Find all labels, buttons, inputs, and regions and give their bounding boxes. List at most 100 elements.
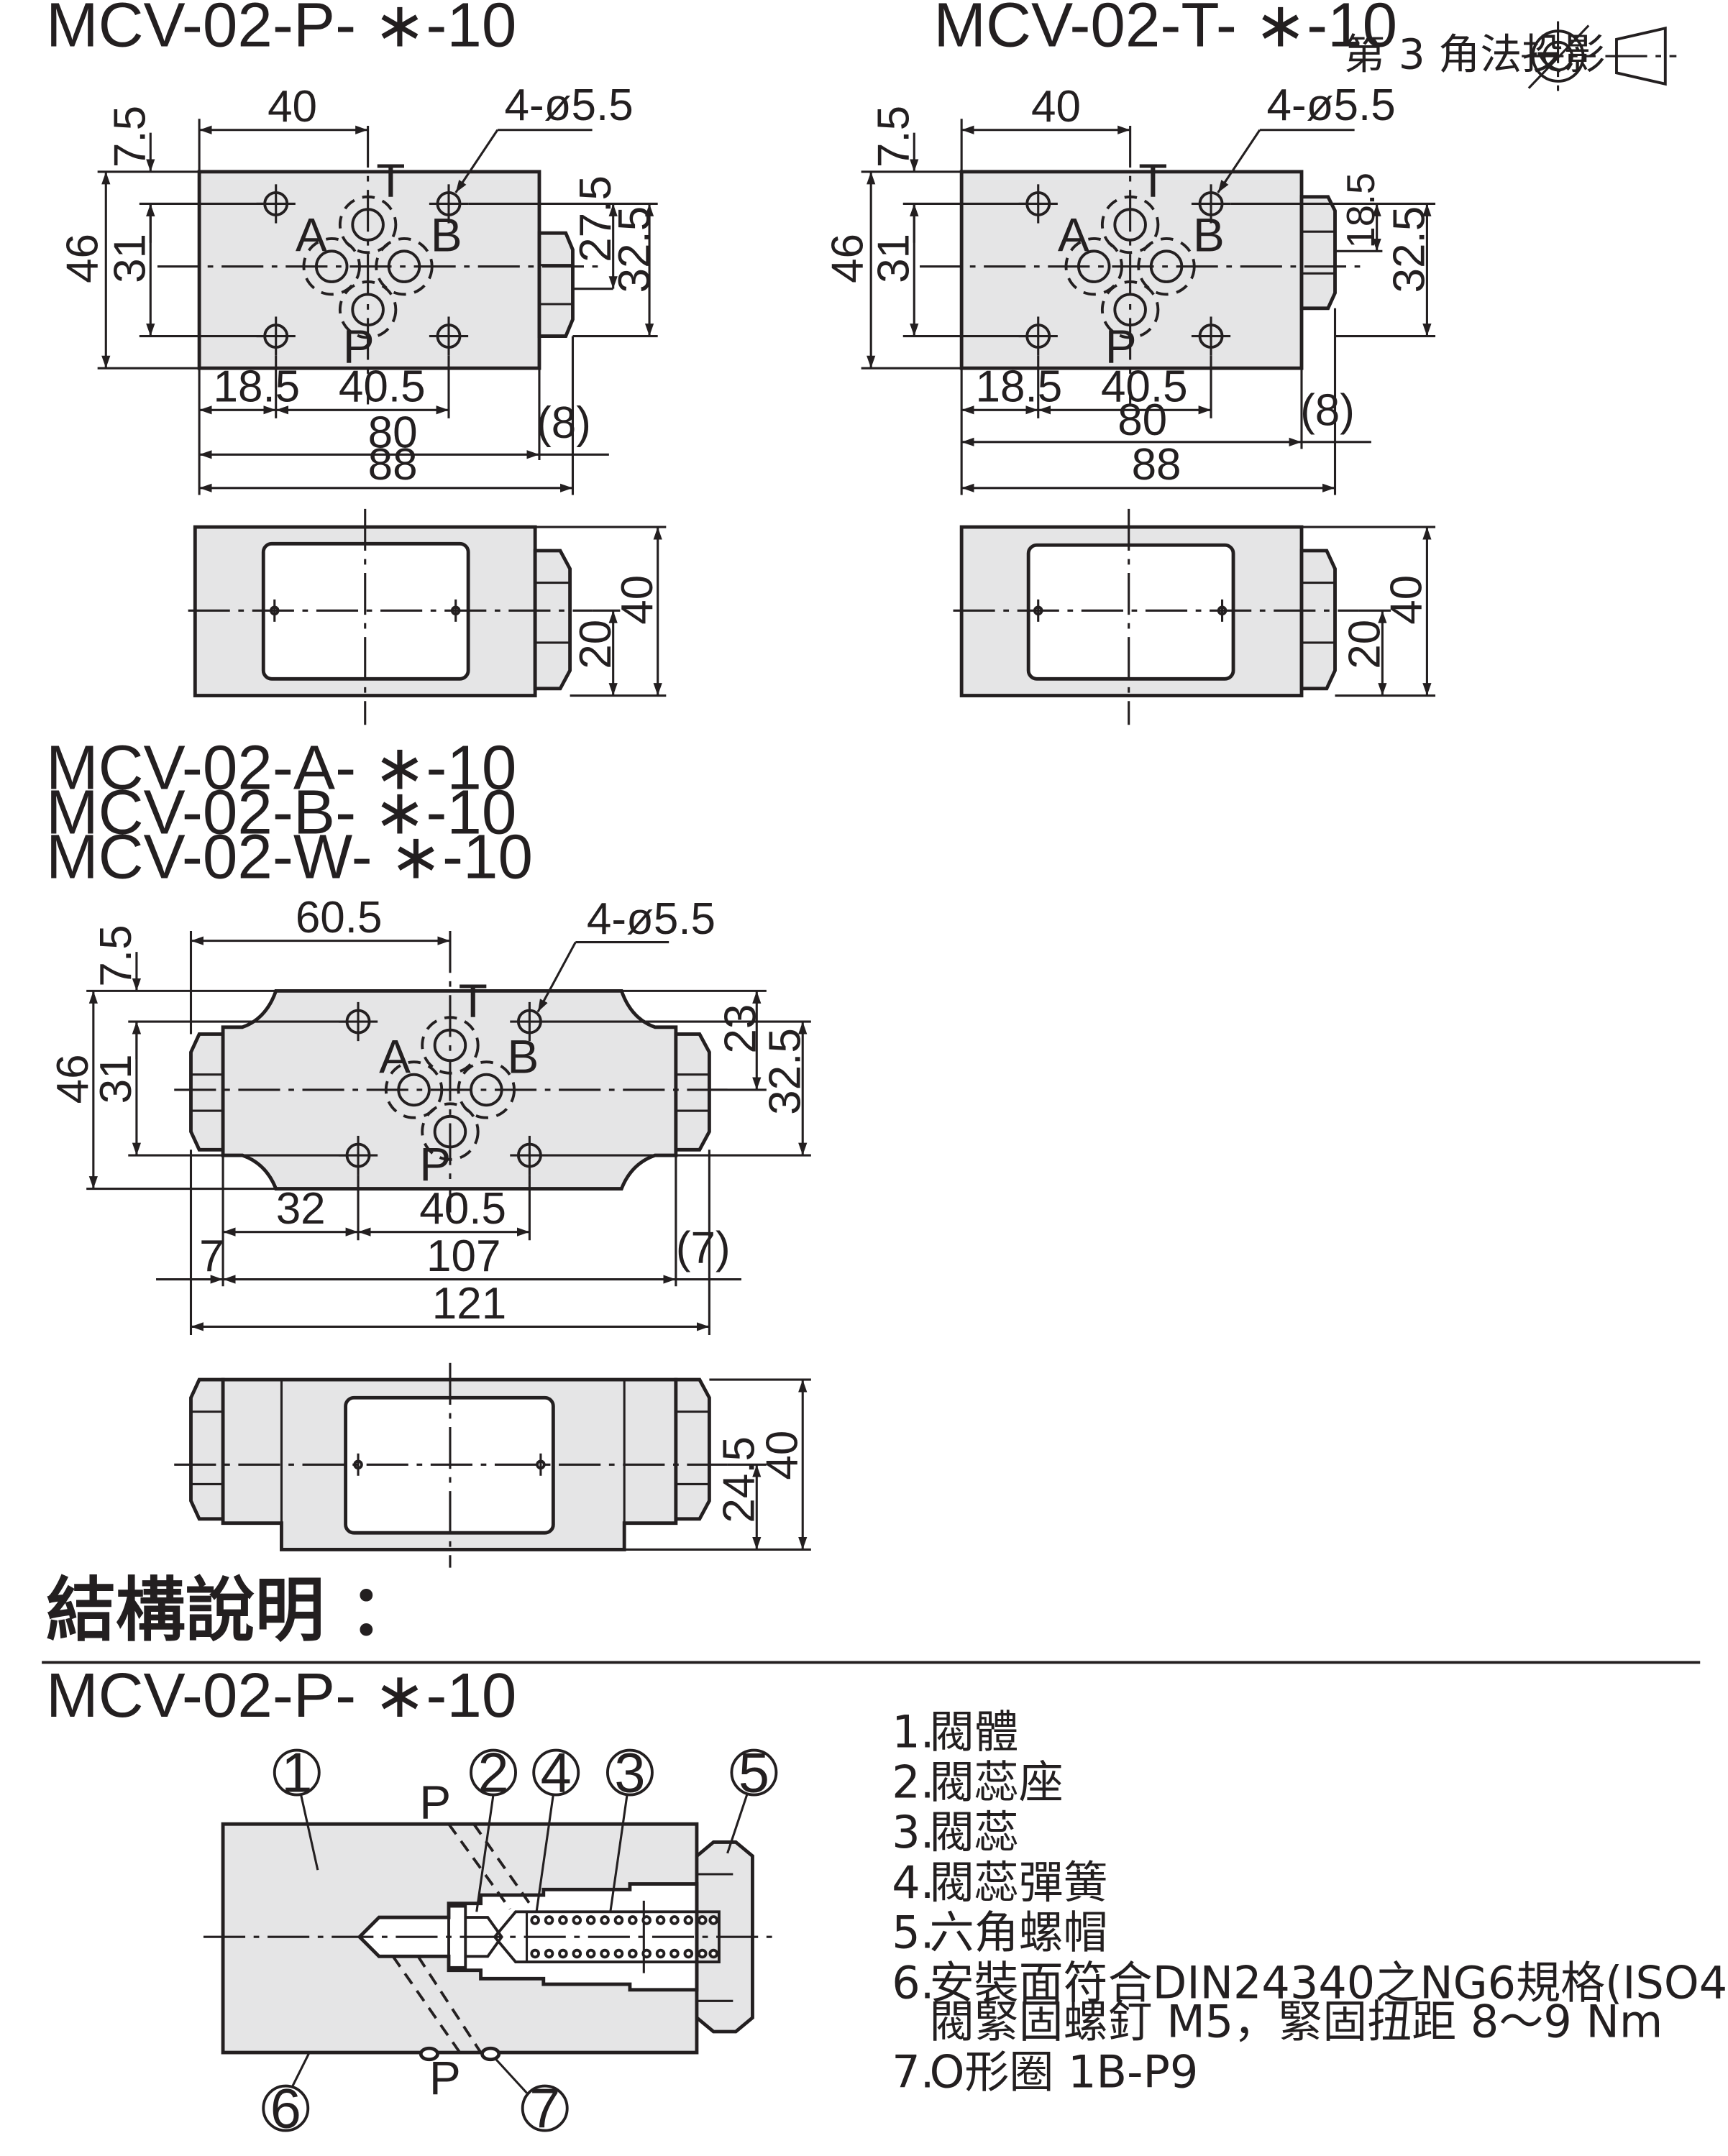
abw-type-side-dim-24-5: 24.5 bbox=[714, 1436, 764, 1523]
p-type-dim-18-5: 18.5 bbox=[213, 362, 300, 412]
svg-text:6: 6 bbox=[270, 2078, 301, 2140]
t-type-dim-80: 80 bbox=[1117, 395, 1167, 445]
p-type-dim-8: (8) bbox=[536, 398, 591, 448]
svg-text:4: 4 bbox=[541, 1743, 572, 1804]
p-type-dim-88: 88 bbox=[368, 440, 418, 490]
p-type-dim-31: 31 bbox=[106, 234, 155, 283]
abw-type-dim-32: 32 bbox=[276, 1184, 326, 1234]
p-type-dim-80: 80 bbox=[368, 408, 418, 458]
t-type-dim-32-5: 32.5 bbox=[1385, 206, 1435, 293]
svg-text:O形圈 1B-P9: O形圈 1B-P9 bbox=[930, 2046, 1199, 2098]
abw-type-dim-121: 121 bbox=[432, 1279, 506, 1329]
abw-type-port-a: A bbox=[379, 1030, 411, 1083]
abw-type-dim-23: 23 bbox=[716, 1004, 765, 1054]
t-type-dim-40: 40 bbox=[1031, 82, 1081, 132]
abw-type-side-dim-40: 40 bbox=[757, 1431, 807, 1480]
t-type-side-hex bbox=[1299, 549, 1337, 691]
t-type-hex-nut bbox=[1299, 195, 1337, 311]
t-type-ports bbox=[1064, 195, 1196, 339]
abw-type-port-b: B bbox=[507, 1030, 539, 1083]
abw-type-view: MCV-02-A- ∗-10 MCV-02-B- ∗-10 MCV-02-W- … bbox=[46, 733, 811, 1568]
p-type-dim-40: 40 bbox=[268, 82, 317, 132]
t-type-dim-18-5-right: 18.5 bbox=[1340, 173, 1383, 249]
t-type-dim-7-5: 7.5 bbox=[869, 106, 919, 168]
structure-section: 結構說明 ： MCV-02-P- ∗-10 bbox=[42, 1570, 1728, 2140]
abw-type-dim-46: 46 bbox=[48, 1054, 98, 1104]
part-item-2: 2. 閥蕊座 bbox=[892, 1756, 1063, 1808]
abw-type-side-hex-right bbox=[674, 1377, 711, 1521]
p-type-ports bbox=[302, 195, 434, 339]
projection-label: 第 3 角法投影 bbox=[1343, 29, 1606, 78]
p-type-port-p: P bbox=[343, 319, 375, 372]
abw-type-port-t: T bbox=[459, 974, 488, 1027]
svg-text:閥蕊彈簧: 閥蕊彈簧 bbox=[930, 1856, 1108, 1909]
section-port-p-bottom: P bbox=[429, 2051, 461, 2104]
t-type-side-dim-40: 40 bbox=[1382, 575, 1432, 625]
abw-type-dim-31: 31 bbox=[91, 1054, 141, 1104]
p-type-port-b: B bbox=[431, 208, 462, 261]
part-item-7: 7. O形圈 1B-P9 bbox=[892, 2046, 1198, 2098]
svg-text:5: 5 bbox=[739, 1743, 769, 1804]
part-item-6: 6. 安裝面符合DIN24340之NG6規格(ISO4401-AB-03-4-A… bbox=[892, 1956, 1728, 2047]
svg-text:閥體: 閥體 bbox=[930, 1706, 1019, 1758]
t-type-view: MCV-02-T- ∗-10 第 3 角法投影 T bbox=[823, 0, 1677, 725]
t-type-side-dim-20: 20 bbox=[1340, 620, 1390, 669]
p-type-dim-46: 46 bbox=[58, 234, 108, 283]
callout-4: 4 bbox=[532, 1743, 580, 1912]
t-type-port-b: B bbox=[1193, 208, 1225, 261]
t-type-port-t: T bbox=[1138, 154, 1167, 207]
svg-text:3.: 3. bbox=[892, 1806, 934, 1858]
p-type-dim-27-5: 27.5 bbox=[571, 175, 621, 262]
svg-text:六角螺帽: 六角螺帽 bbox=[930, 1907, 1108, 1959]
svg-text:閥緊固螺釘 M5，緊固扭距 8～9 Nm: 閥緊固螺釘 M5，緊固扭距 8～9 Nm bbox=[930, 1996, 1663, 2048]
svg-text:7: 7 bbox=[529, 2078, 560, 2140]
t-type-coil-window bbox=[1026, 543, 1235, 681]
callout-6: 6 bbox=[262, 2052, 311, 2140]
p-type-hex-nut bbox=[537, 231, 575, 338]
t-type-dim-31: 31 bbox=[869, 234, 919, 283]
p-type-dim-holes: 4-ø5.5 bbox=[505, 81, 634, 130]
t-type-port-a: A bbox=[1058, 208, 1089, 261]
section-drawing: P P 1 2 4 3 bbox=[203, 1743, 778, 2140]
svg-text:2: 2 bbox=[477, 1743, 508, 1804]
p-type-port-t: T bbox=[376, 154, 405, 207]
svg-text:2.: 2. bbox=[892, 1756, 934, 1808]
svg-text:閥蕊: 閥蕊 bbox=[930, 1806, 1019, 1858]
spring-coils bbox=[530, 1915, 718, 1959]
parts-list: 1. 閥體 2. 閥蕊座 3. 閥蕊 4. 閥蕊彈簧 5. 六角螺帽 6. 安裝… bbox=[892, 1706, 1728, 2098]
part-item-4: 4. 閥蕊彈簧 bbox=[892, 1856, 1107, 1909]
t-type-dim-46: 46 bbox=[823, 234, 873, 283]
p-type-side-dim-40: 40 bbox=[613, 575, 662, 625]
svg-text:閥蕊座: 閥蕊座 bbox=[930, 1756, 1064, 1808]
abw-type-dim-7: 7 bbox=[199, 1231, 224, 1281]
structure-heading: 結構說明 ： bbox=[46, 1570, 419, 1651]
abw-type-title-w: MCV-02-W- ∗-10 bbox=[46, 822, 533, 891]
svg-text:5.: 5. bbox=[892, 1907, 934, 1959]
abw-type-dim-7-paren: (7) bbox=[676, 1223, 731, 1272]
t-type-dim-40-5: 40.5 bbox=[1101, 362, 1188, 412]
abw-type-port-p: P bbox=[419, 1137, 451, 1191]
abw-type-dim-40-5: 40.5 bbox=[419, 1184, 506, 1234]
abw-type-hex-left bbox=[189, 1032, 225, 1152]
part-item-3: 3. 閥蕊 bbox=[892, 1806, 1018, 1858]
part-item-1: 1. 閥體 bbox=[892, 1706, 1018, 1758]
structure-model-title: MCV-02-P- ∗-10 bbox=[46, 1661, 516, 1730]
svg-text:4.: 4. bbox=[892, 1856, 934, 1909]
svg-text:3: 3 bbox=[614, 1743, 645, 1804]
abw-type-dim-holes: 4-ø5.5 bbox=[587, 894, 716, 944]
t-type-dim-holes: 4-ø5.5 bbox=[1267, 81, 1396, 130]
svg-text:6.: 6. bbox=[892, 1956, 934, 2009]
t-type-dim-8: (8) bbox=[1300, 386, 1355, 436]
svg-text:1: 1 bbox=[281, 1743, 312, 1804]
callout-3: 3 bbox=[605, 1743, 654, 1912]
svg-text:1.: 1. bbox=[892, 1706, 934, 1758]
t-type-port-p: P bbox=[1105, 319, 1137, 372]
callout-7: 7 bbox=[495, 2058, 569, 2140]
callout-1: 1 bbox=[273, 1743, 321, 1871]
p-type-side-dim-20: 20 bbox=[571, 620, 621, 669]
svg-text:7.: 7. bbox=[892, 2046, 934, 2098]
abw-type-hex-right bbox=[674, 1032, 711, 1152]
section-port-p-top: P bbox=[419, 1775, 451, 1828]
p-type-view: MCV-02-P- ∗-10 T A B P 40 4- bbox=[46, 0, 667, 725]
